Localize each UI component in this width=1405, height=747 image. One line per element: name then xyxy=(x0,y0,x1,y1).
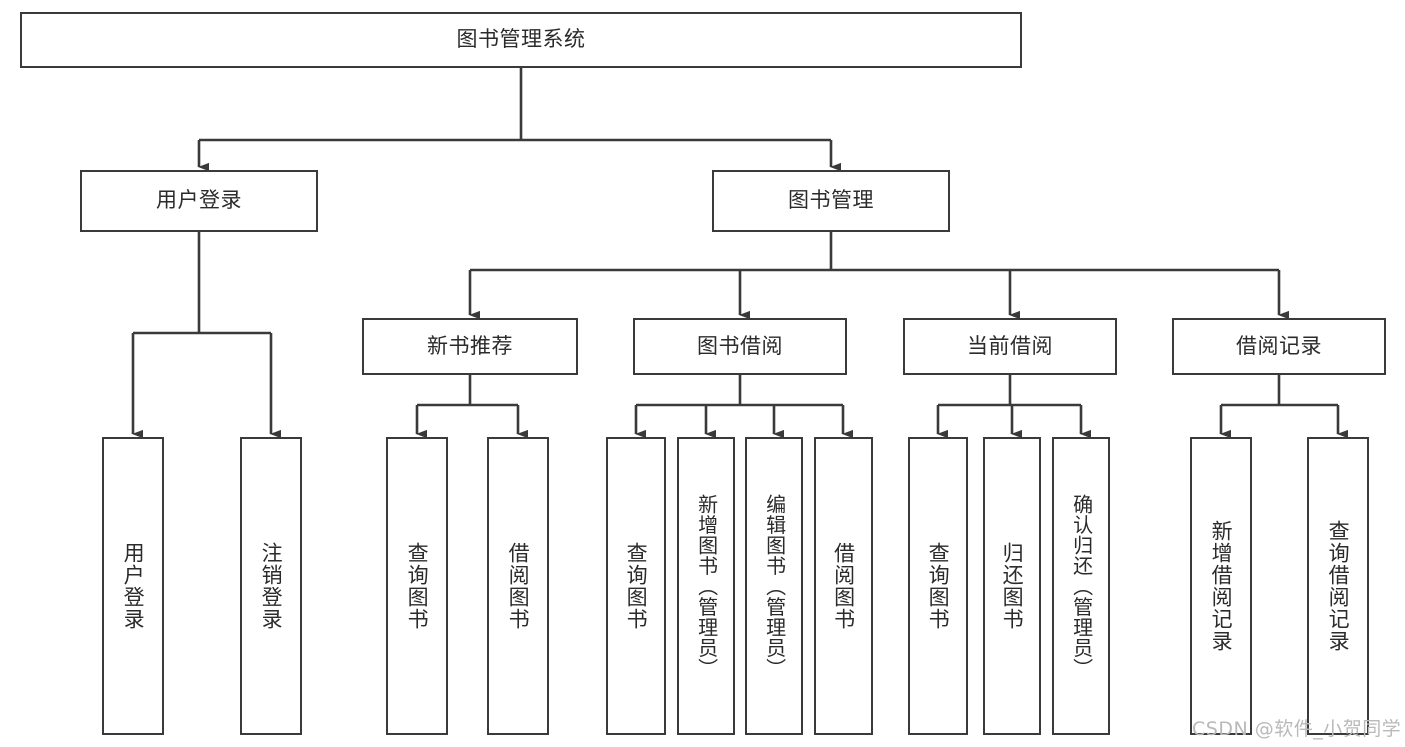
node-leaf-query-book-rec-label: 查询图书 xyxy=(405,542,430,630)
node-leaf-confirm-return[interactable]: 确认归还（管理员） xyxy=(1052,437,1110,735)
node-leaf-add-book[interactable]: 新增图书（管理员） xyxy=(677,437,735,735)
node-leaf-query-book-current[interactable]: 查询图书 xyxy=(908,437,968,735)
node-new-book-recommend-label: 新书推荐 xyxy=(427,333,513,358)
node-leaf-query-book-rec[interactable]: 查询图书 xyxy=(386,437,448,735)
node-leaf-edit-book-label: 编辑图书（管理员） xyxy=(762,493,787,679)
node-leaf-confirm-return-label: 确认归还（管理员） xyxy=(1069,493,1094,679)
node-leaf-query-book-borrow-label: 查询图书 xyxy=(624,542,649,630)
node-current-borrow[interactable]: 当前借阅 xyxy=(903,318,1117,375)
node-leaf-query-record[interactable]: 查询借阅记录 xyxy=(1307,437,1369,735)
node-new-book-recommend[interactable]: 新书推荐 xyxy=(362,318,578,375)
node-book-management-label: 图书管理 xyxy=(788,188,874,213)
node-leaf-borrow-book[interactable]: 借阅图书 xyxy=(814,437,873,735)
node-leaf-query-book-borrow[interactable]: 查询图书 xyxy=(606,437,666,735)
node-borrow-record-label: 借阅记录 xyxy=(1236,333,1322,358)
node-root[interactable]: 图书管理系统 xyxy=(20,12,1022,68)
node-leaf-add-record[interactable]: 新增借阅记录 xyxy=(1190,437,1252,735)
node-leaf-user-login[interactable]: 用户登录 xyxy=(102,437,164,735)
node-current-borrow-label: 当前借阅 xyxy=(967,333,1053,358)
node-leaf-return-book[interactable]: 归还图书 xyxy=(983,437,1041,735)
node-leaf-return-book-label: 归还图书 xyxy=(1000,542,1025,630)
node-leaf-logout-label: 注销登录 xyxy=(259,542,284,630)
node-leaf-query-book-current-label: 查询图书 xyxy=(926,542,951,630)
node-leaf-borrow-book-rec-label: 借阅图书 xyxy=(506,542,531,630)
node-leaf-borrow-book-rec[interactable]: 借阅图书 xyxy=(487,437,549,735)
node-book-borrow[interactable]: 图书借阅 xyxy=(633,318,847,375)
node-borrow-record[interactable]: 借阅记录 xyxy=(1172,318,1386,375)
node-leaf-add-record-label: 新增借阅记录 xyxy=(1209,520,1234,652)
node-user-login[interactable]: 用户登录 xyxy=(80,170,318,232)
node-book-borrow-label: 图书借阅 xyxy=(697,333,783,358)
node-user-login-label: 用户登录 xyxy=(156,188,242,213)
node-root-label: 图书管理系统 xyxy=(456,27,586,52)
node-leaf-logout[interactable]: 注销登录 xyxy=(240,437,302,735)
node-leaf-query-record-label: 查询借阅记录 xyxy=(1326,520,1351,652)
node-leaf-edit-book[interactable]: 编辑图书（管理员） xyxy=(745,437,803,735)
node-leaf-add-book-label: 新增图书（管理员） xyxy=(694,493,719,679)
node-leaf-user-login-label: 用户登录 xyxy=(121,542,146,630)
node-book-management[interactable]: 图书管理 xyxy=(712,170,950,232)
node-leaf-borrow-book-label: 借阅图书 xyxy=(831,542,856,630)
